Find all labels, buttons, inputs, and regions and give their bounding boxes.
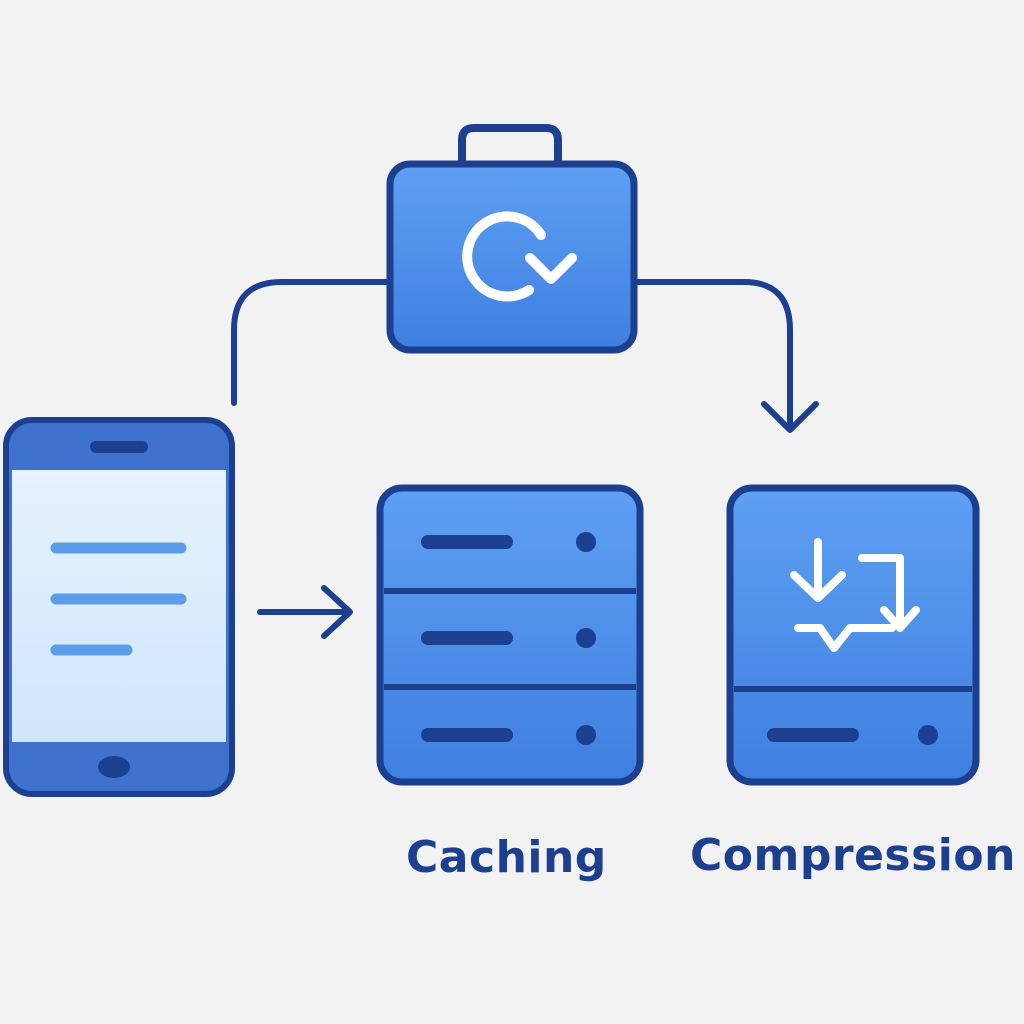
- connector-processor-to-compression: [633, 279, 793, 431]
- server-status-lights: [576, 532, 596, 745]
- compression-server: [726, 484, 980, 786]
- arrow-mobile-to-caching: [257, 585, 353, 639]
- mobile-home-button-icon: [98, 756, 130, 778]
- mobile-speaker-icon: [90, 441, 148, 453]
- mobile-device: [3, 417, 235, 797]
- connector-top: [231, 279, 819, 433]
- processing-unit-handle: [458, 124, 562, 166]
- refresh-icon: [462, 211, 577, 302]
- compression-server-body: [726, 484, 980, 786]
- caching-server: [376, 484, 644, 786]
- compression-label: Compression: [690, 830, 1016, 881]
- server-slot-bars: [421, 535, 513, 742]
- arrowhead-down: [761, 401, 819, 433]
- server-status-light: [918, 725, 938, 745]
- compress-arrows-icon: [790, 538, 920, 652]
- caching-label: Caching: [406, 832, 607, 883]
- screen-text-lines: [50, 542, 187, 656]
- processing-unit-body: [386, 160, 638, 354]
- mobile-device-screen: [12, 470, 226, 742]
- connector-mobile-to-processor: [231, 279, 393, 406]
- processing-unit: [386, 124, 638, 354]
